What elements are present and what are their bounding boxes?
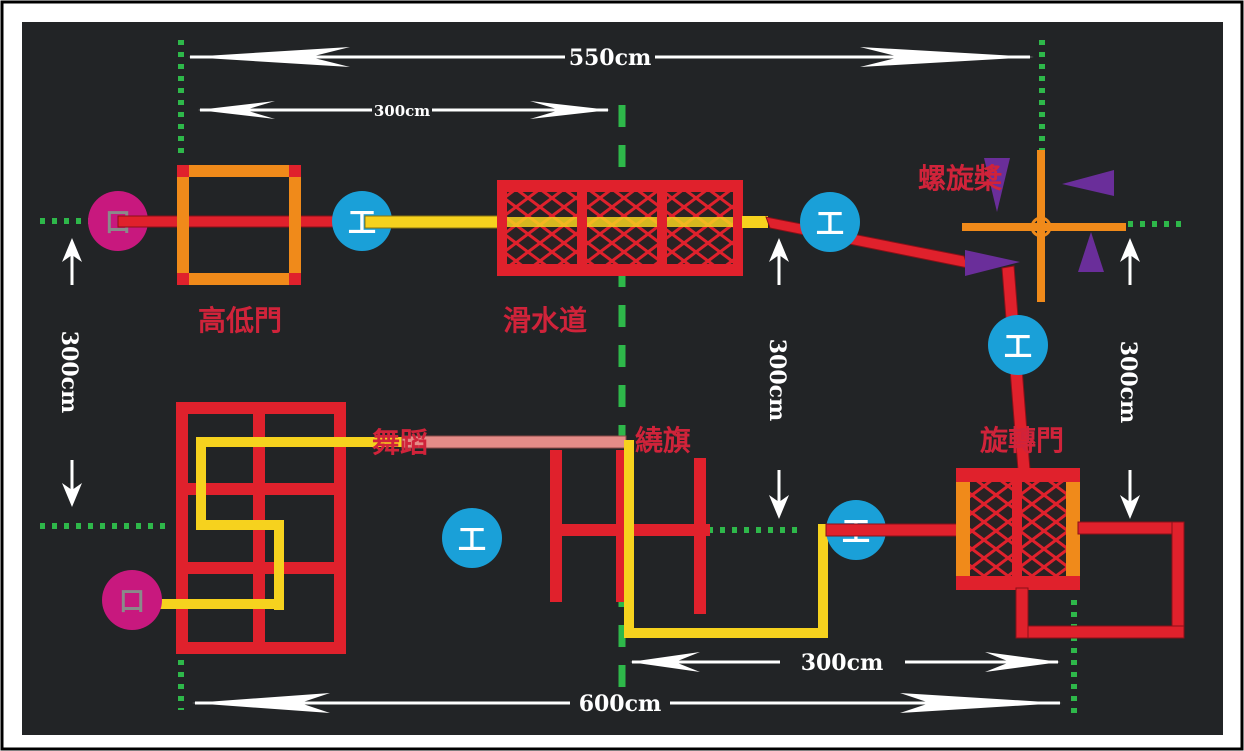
dim-300-top-text: 300cm bbox=[374, 102, 430, 120]
rotating-gate-right bbox=[1066, 468, 1080, 590]
dim-300-top-arrow-right bbox=[530, 101, 610, 119]
dim-mid-arrow-down bbox=[769, 495, 789, 519]
start-marker-bottom bbox=[102, 570, 162, 630]
loop-top bbox=[1077, 521, 1185, 535]
dance-rail-2 bbox=[176, 483, 346, 495]
dim-left-arrow-up bbox=[62, 238, 82, 262]
dance-rail-3 bbox=[176, 562, 346, 574]
dim-right-arrow-down bbox=[1120, 495, 1140, 519]
gate-corner-br bbox=[289, 273, 301, 285]
gate-corner-bl bbox=[177, 273, 189, 285]
cone-3 bbox=[1078, 232, 1104, 272]
propeller-arm-v bbox=[1037, 150, 1045, 302]
bar-dance-to-flag bbox=[401, 435, 627, 449]
flag-path-right bbox=[818, 524, 828, 638]
water-slide-post-4 bbox=[733, 180, 743, 276]
water-slide-lattice-2 bbox=[586, 192, 660, 264]
dim-300-bottom-arrow-right bbox=[985, 652, 1060, 672]
loop-bottom bbox=[1015, 625, 1185, 639]
label-dance: 舞蹈 bbox=[372, 426, 428, 459]
h-marker-2 bbox=[800, 192, 860, 252]
dim-600-arrow-left bbox=[192, 693, 330, 713]
dim-right-arrow-up bbox=[1120, 238, 1140, 262]
dim-left-arrow-down bbox=[62, 483, 82, 507]
cone-4 bbox=[965, 250, 1020, 276]
dance-path-top bbox=[196, 437, 404, 447]
water-slide-lattice-1 bbox=[505, 192, 579, 264]
flag-post-3 bbox=[694, 458, 706, 614]
rotating-gate-loop bbox=[1015, 521, 1185, 639]
cone-2 bbox=[1062, 170, 1114, 196]
gate-corner-tl bbox=[177, 165, 189, 177]
dim-right-text: 300cm bbox=[1115, 341, 1141, 424]
h-marker-4 bbox=[442, 508, 502, 568]
label-rotating-gate: 旋轉門 bbox=[980, 424, 1064, 457]
water-slide-lattice-3 bbox=[666, 192, 736, 264]
label-spiral: 螺旋槳 bbox=[918, 162, 1003, 195]
gate-left-post bbox=[177, 165, 189, 285]
gate-bottom-beam bbox=[177, 273, 301, 285]
dance-rail-1 bbox=[176, 402, 346, 414]
dance-post-right bbox=[334, 402, 346, 654]
dim-left-text: 300cm bbox=[56, 331, 82, 414]
bar-to-water-slide bbox=[364, 215, 501, 229]
dance-yellow-path bbox=[130, 437, 404, 610]
dim-600-text: 600cm bbox=[579, 691, 662, 717]
water-slide-post-3 bbox=[657, 180, 667, 276]
h-marker-3 bbox=[988, 315, 1048, 375]
dim-mid-arrow-up bbox=[769, 238, 789, 262]
dim-600-arrow-right bbox=[900, 693, 1062, 713]
label-high-low-gate: 高低門 bbox=[198, 304, 282, 337]
bar-start-to-gate bbox=[117, 215, 339, 228]
water-slide-lane bbox=[497, 217, 742, 227]
h-marker-4-glyph: 工 bbox=[458, 523, 486, 556]
gate-top-beam bbox=[177, 165, 301, 177]
dimension-arrows bbox=[62, 47, 1140, 713]
dance-path-down-2 bbox=[274, 520, 284, 610]
dance-path-mid bbox=[196, 520, 284, 530]
dim-300-bottom-arrow-left bbox=[630, 652, 700, 672]
dim-550-text: 550cm bbox=[569, 45, 652, 71]
loop-left bbox=[1015, 587, 1029, 639]
gate-corner-tr bbox=[289, 165, 301, 177]
bar-slide-exit bbox=[742, 216, 768, 228]
dance-path-down-1 bbox=[196, 437, 206, 530]
label-flag: 繞旗 bbox=[635, 424, 691, 457]
dim-mid-text: 300cm bbox=[764, 339, 790, 422]
dance-post-left bbox=[176, 402, 188, 654]
start-marker-bottom-glyph: 口 bbox=[119, 587, 145, 617]
cone-1 bbox=[984, 158, 1010, 212]
rotating-gate-center bbox=[1012, 468, 1022, 590]
flag-yellow-path bbox=[624, 440, 828, 638]
spiral-propeller bbox=[962, 150, 1126, 302]
dance-rail-4 bbox=[176, 642, 346, 654]
h-marker-3-glyph: 工 bbox=[1004, 330, 1032, 363]
h-marker-1 bbox=[332, 191, 392, 251]
dim-550-arrow-right bbox=[860, 47, 1034, 67]
flag-path-left bbox=[624, 440, 634, 638]
flag-path-bottom bbox=[624, 628, 828, 638]
water-slide-top-rail bbox=[497, 180, 742, 192]
rotating-gate bbox=[956, 468, 1080, 590]
loop-right bbox=[1171, 521, 1185, 639]
rotating-gate-left bbox=[956, 468, 970, 590]
dim-300-top-arrow-left bbox=[198, 101, 275, 119]
water-slide-post-2 bbox=[577, 180, 587, 276]
bar-to-rotating-gate bbox=[825, 523, 967, 537]
propeller-hub bbox=[1030, 216, 1052, 238]
guide-lines bbox=[40, 40, 1182, 720]
dim-300-bottom-text: 300cm bbox=[801, 650, 884, 676]
label-water-slide: 滑水道 bbox=[503, 304, 587, 337]
water-slide-post-1 bbox=[497, 180, 507, 276]
water-slide bbox=[497, 180, 743, 276]
water-slide-bottom-rail bbox=[497, 264, 742, 276]
gate-right-post bbox=[289, 165, 301, 285]
dance-path-exit bbox=[130, 599, 284, 609]
h-marker-2-glyph: 工 bbox=[816, 207, 844, 240]
dim-550-arrow-left bbox=[188, 47, 350, 67]
high-low-gate bbox=[177, 165, 301, 285]
